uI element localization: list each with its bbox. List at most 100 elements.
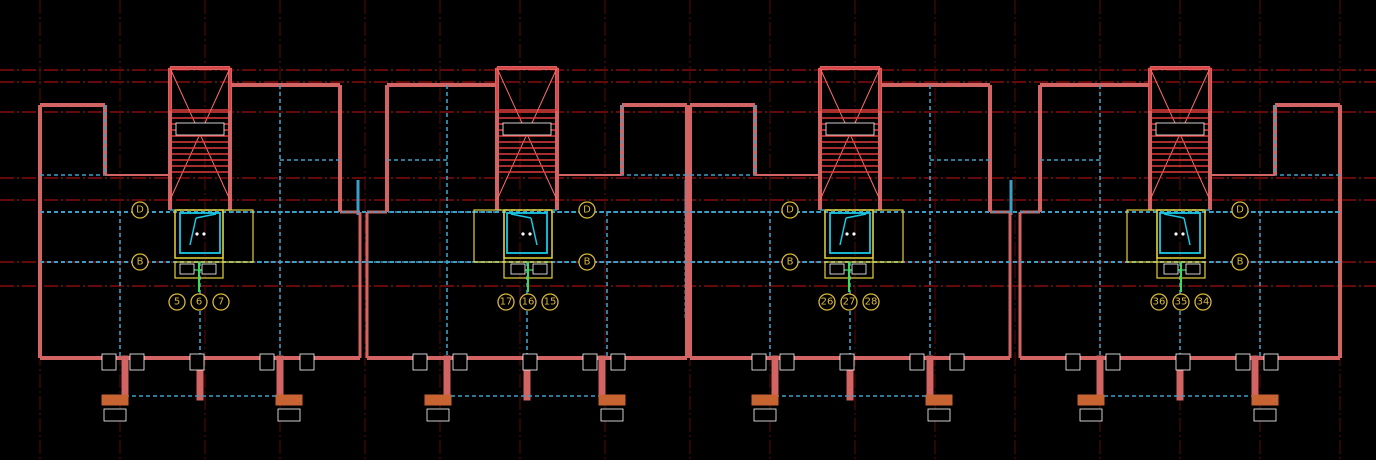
annotation-box <box>452 353 468 371</box>
elevator-shaft <box>1149 67 1211 111</box>
annotation-box <box>522 353 538 371</box>
axis-bubble-col-label: 36 <box>1153 297 1166 308</box>
axis-bubble-row-label: B <box>584 257 591 268</box>
elevator-mark <box>1181 232 1185 236</box>
axis-bubble-row-label: D <box>136 205 144 216</box>
axis-bubble-row <box>578 201 596 219</box>
axis-bubble-row <box>578 253 596 271</box>
axis-bubble-col-label: 27 <box>843 297 856 308</box>
bubble-frame <box>872 209 904 263</box>
elevator-shaft <box>496 67 558 111</box>
elevator-mark <box>528 232 532 236</box>
elevator-door-line <box>845 213 867 219</box>
tag-label-box <box>426 408 450 422</box>
elevator-cabin <box>829 212 871 254</box>
axis-bubble-row <box>131 253 149 271</box>
axis-bubble-row <box>1231 201 1249 219</box>
elevator-shaft <box>819 67 881 111</box>
stair-label-box <box>1155 122 1205 136</box>
elevator-door-line <box>189 217 197 246</box>
axis-bubble-col-label: 16 <box>522 297 535 308</box>
annotation-box <box>909 353 925 371</box>
axis-bubble-col-label: 5 <box>174 297 180 308</box>
tag-label-box <box>277 408 301 422</box>
structural-column <box>276 355 284 401</box>
annotation-box <box>1065 353 1081 371</box>
axis-bubble-col <box>519 293 537 311</box>
stair-label-box <box>825 122 875 136</box>
structural-column <box>443 355 451 401</box>
axis-bubble-col-label: 35 <box>1175 297 1188 308</box>
axis-bubble-col-label: 17 <box>500 297 513 308</box>
axis-bubble-row-label: D <box>583 205 591 216</box>
stair-label-box <box>502 122 552 136</box>
bubble-frame <box>1126 209 1158 263</box>
tag-label-box <box>1253 408 1277 422</box>
elevator-mark <box>845 232 849 236</box>
annotation-box <box>412 353 428 371</box>
tag-label-box <box>927 408 951 422</box>
axis-bubble-col-label: 26 <box>821 297 834 308</box>
tag-label-box <box>103 408 127 422</box>
annotation-box <box>610 353 626 371</box>
structural-column <box>926 355 934 401</box>
annotation-box <box>1235 353 1251 371</box>
elevator-door-line <box>195 213 217 219</box>
elevator-mark <box>202 232 206 236</box>
elevator-cabin <box>1159 212 1201 254</box>
axis-bubble-row <box>781 253 799 271</box>
axis-bubble-col <box>168 293 186 311</box>
annotation-box <box>949 353 965 371</box>
lobby-label-box <box>829 263 845 275</box>
annotation-box <box>779 353 795 371</box>
lobby-label-box <box>1163 263 1179 275</box>
annotation-box <box>1105 353 1121 371</box>
annotation-box <box>101 353 117 371</box>
axis-bubble-row-label: B <box>137 257 144 268</box>
balcony-pad <box>275 394 303 406</box>
tag-label-box <box>600 408 624 422</box>
axis-bubble-row <box>1231 253 1249 271</box>
axis-bubble-col-label: 28 <box>865 297 878 308</box>
axis-bubble-row-label: D <box>1236 205 1244 216</box>
bubble-frame <box>473 209 505 263</box>
annotation-box <box>299 353 315 371</box>
elevator-mark <box>852 232 856 236</box>
elevator-cabin <box>506 212 548 254</box>
axis-bubble-col <box>1172 293 1190 311</box>
axis-bubble-col-label: 34 <box>1197 297 1210 308</box>
bubble-frame <box>222 209 254 263</box>
balcony-pad <box>751 394 779 406</box>
lobby-label-box <box>179 263 195 275</box>
axis-bubble-col-label: 7 <box>218 297 224 308</box>
elevator-mark <box>1174 232 1178 236</box>
lobby-label-box <box>532 263 548 275</box>
structural-column <box>1251 355 1259 401</box>
axis-bubble-col <box>190 293 208 311</box>
structural-column <box>121 355 129 401</box>
balcony-pad <box>925 394 953 406</box>
elevator-door-line <box>839 217 847 246</box>
axis-bubble-row <box>781 201 799 219</box>
lobby-label-box <box>851 263 867 275</box>
elevator-door-line <box>1163 213 1185 219</box>
elevator-cabin <box>179 212 221 254</box>
elevator-door-line <box>1183 217 1191 246</box>
balcony-pad <box>598 394 626 406</box>
elevator-shaft <box>169 67 231 111</box>
axis-bubble-row-label: B <box>787 257 794 268</box>
axis-bubble-col-label: 15 <box>544 297 557 308</box>
axis-bubble-col <box>212 293 230 311</box>
elevator-mark <box>195 232 199 236</box>
lobby-label-box <box>510 263 526 275</box>
axis-bubble-row-label: D <box>786 205 794 216</box>
balcony-pad <box>101 394 129 406</box>
structural-column <box>598 355 606 401</box>
annotation-box <box>839 353 855 371</box>
axis-bubble-col <box>840 293 858 311</box>
lobby-label-box <box>201 263 217 275</box>
